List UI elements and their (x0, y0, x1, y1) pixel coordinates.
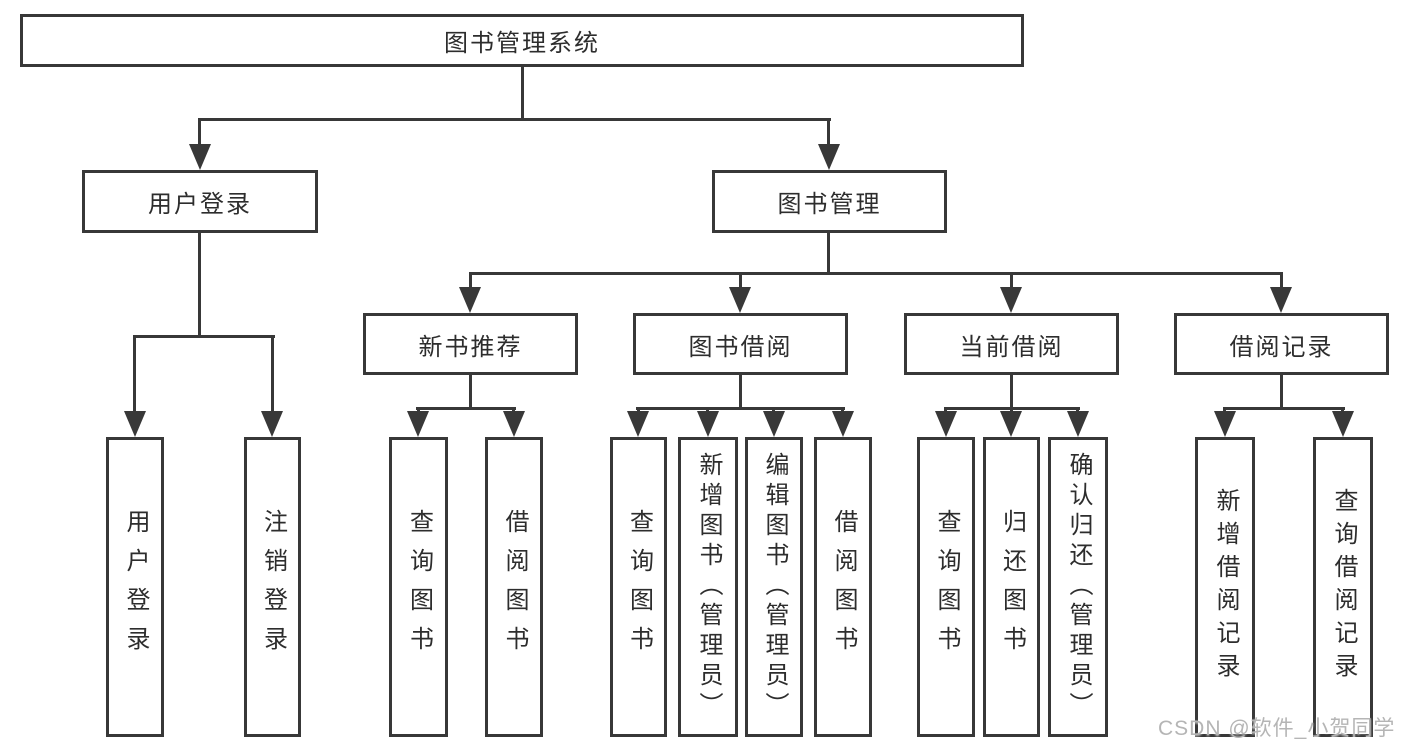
arrow-down-icon (1000, 287, 1022, 313)
leaf-confirm-return-admin: 确认归还（管理员） (1048, 437, 1108, 737)
leaf-logout: 注销登录 (244, 437, 301, 737)
node-current-borrow: 当前借阅 (904, 313, 1119, 375)
node-label: 当前借阅 (959, 333, 1064, 361)
arrow-down-icon (1000, 411, 1022, 437)
leaf-edit-book-admin: 编辑图书（管理员） (745, 437, 803, 737)
node-label: 查询图书 (625, 509, 653, 665)
connector-line (469, 272, 472, 289)
connector-line (827, 233, 830, 272)
arrow-down-icon (407, 411, 429, 437)
node-label: 图书借阅 (688, 333, 793, 361)
node-label: 图书管理系统 (444, 30, 600, 57)
arrow-down-icon (1214, 411, 1236, 437)
connector-line (1280, 272, 1283, 289)
node-label: 借阅图书 (501, 509, 528, 665)
connector-line (416, 407, 516, 410)
connector-line (944, 407, 947, 413)
leaf-query-books-borrow: 查询图书 (610, 437, 667, 737)
node-label: 查询借阅记录 (1330, 488, 1357, 686)
node-label: 用户登录 (122, 509, 149, 665)
node-new-book-recommend: 新书推荐 (363, 313, 578, 375)
connector-line (772, 407, 775, 413)
leaf-return-books: 归还图书 (983, 437, 1040, 737)
arrow-down-icon (503, 411, 525, 437)
connector-line (1076, 407, 1079, 413)
node-label: 借阅记录 (1229, 333, 1334, 361)
connector-line (739, 375, 742, 407)
connector-line (1280, 375, 1283, 407)
connector-line (469, 375, 472, 407)
connector-line (739, 272, 742, 289)
leaf-borrow-books-recommend: 借阅图书 (485, 437, 543, 737)
arrow-down-icon (124, 411, 146, 437)
node-label: 图书管理 (777, 191, 882, 218)
arrow-down-icon (1270, 287, 1292, 313)
node-label: 编辑图书（管理员） (761, 452, 788, 722)
node-label: 查询图书 (933, 509, 960, 665)
node-book-management: 图书管理 (712, 170, 947, 233)
connector-line (841, 407, 844, 413)
arrow-down-icon (697, 411, 719, 437)
arrow-down-icon (935, 411, 957, 437)
arrow-down-icon (729, 287, 751, 313)
leaf-query-books-recommend: 查询图书 (389, 437, 448, 737)
node-label: 新增图书（管理员） (695, 452, 722, 722)
node-book-borrow: 图书借阅 (633, 313, 848, 375)
connector-line (1223, 407, 1345, 410)
connector-line (133, 335, 136, 413)
csdn-watermark: CSDN @软件_小贺同学 (1158, 717, 1396, 740)
node-label: 注销登录 (259, 509, 287, 665)
leaf-user-login: 用户登录 (106, 437, 164, 737)
node-label: 归还图书 (998, 509, 1026, 665)
connector-line (1223, 407, 1226, 413)
arrow-down-icon (627, 411, 649, 437)
node-label: 用户登录 (148, 191, 252, 218)
node-user-login: 用户登录 (82, 170, 318, 233)
leaf-query-borrow-record: 查询借阅记录 (1313, 437, 1373, 737)
leaf-add-borrow-record: 新增借阅记录 (1195, 437, 1255, 737)
leaf-add-book-admin: 新增图书（管理员） (678, 437, 738, 737)
node-label: 新增借阅记录 (1212, 488, 1239, 686)
connector-line (198, 233, 201, 335)
arrow-down-icon (1332, 411, 1354, 437)
connector-line (417, 407, 420, 413)
leaf-borrow-books-borrow: 借阅图书 (814, 437, 872, 737)
arrow-down-icon (818, 144, 840, 170)
connector-line (1010, 272, 1013, 289)
connector-line (198, 118, 201, 146)
connector-line (271, 335, 274, 413)
connector-line (1010, 407, 1013, 413)
leaf-query-books-current: 查询图书 (917, 437, 975, 737)
arrow-down-icon (261, 411, 283, 437)
arrow-down-icon (189, 144, 211, 170)
connector-line (827, 118, 830, 146)
node-label: 新书推荐 (418, 333, 523, 361)
arrow-down-icon (459, 287, 481, 313)
arrow-down-icon (763, 411, 785, 437)
node-borrow-records: 借阅记录 (1174, 313, 1389, 375)
connector-line (469, 272, 1283, 275)
node-label: 借阅图书 (830, 509, 857, 665)
connector-line (198, 118, 831, 121)
connector-line (637, 407, 640, 413)
connector-line (1010, 375, 1013, 407)
node-label: 查询图书 (405, 509, 433, 665)
connector-line (521, 67, 524, 118)
node-library-system: 图书管理系统 (20, 14, 1024, 67)
connector-line (1341, 407, 1344, 413)
arrow-down-icon (832, 411, 854, 437)
connector-line (512, 407, 515, 413)
connector-line (706, 407, 709, 413)
arrow-down-icon (1067, 411, 1089, 437)
node-label: 确认归还（管理员） (1065, 452, 1092, 722)
connector-line (133, 335, 275, 338)
connector-line (636, 407, 845, 410)
